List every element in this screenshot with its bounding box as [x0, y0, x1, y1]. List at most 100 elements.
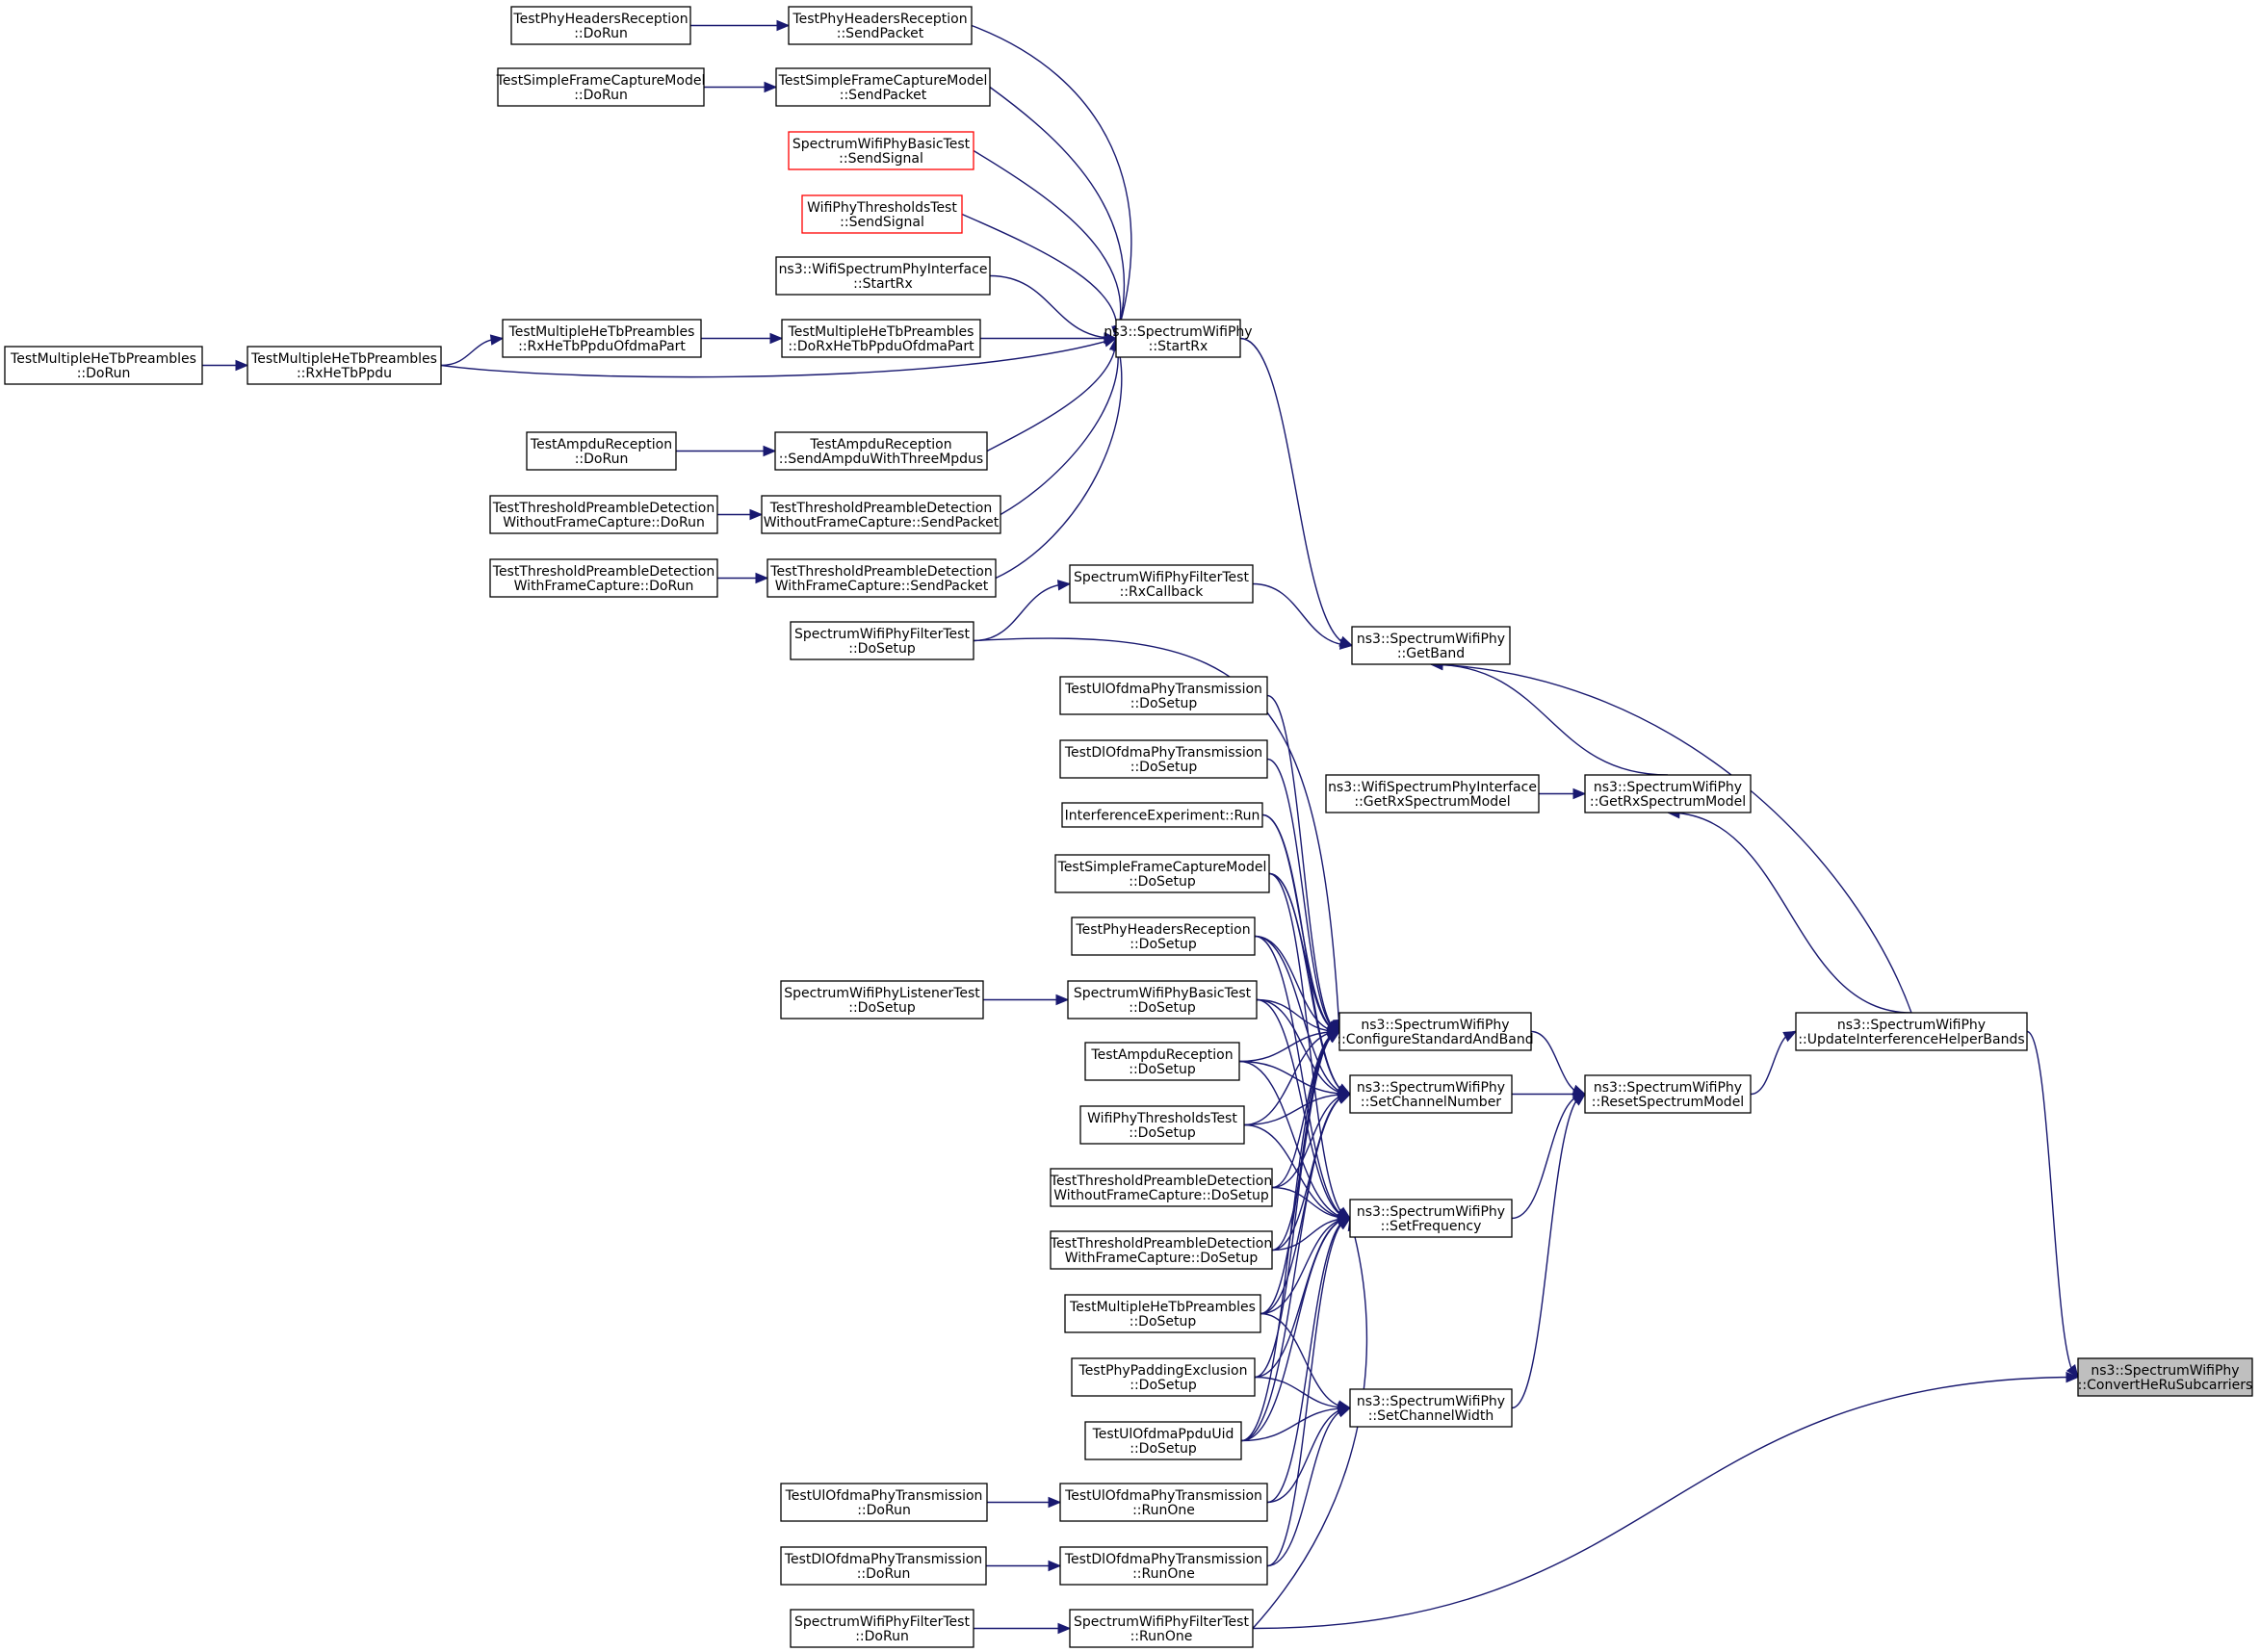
node-TDOPT_RunOne[interactable]: TestDlOfdmaPhyTransmission::RunOne	[1059, 1546, 1268, 1586]
node-SWP_GetRxSM[interactable]: ns3::SpectrumWifiPhy::GetRxSpectrumModel	[1584, 774, 1752, 813]
node-SWP_UpdIHB[interactable]: ns3::SpectrumWifiPhy::UpdateInterference…	[1795, 1012, 2028, 1051]
node-TAR_DoSetup[interactable]: TestAmpduReception::DoSetup	[1084, 1042, 1240, 1081]
node-box	[1059, 1546, 1268, 1586]
arrowhead-icon	[1338, 638, 1354, 650]
arrowhead-icon	[489, 334, 505, 346]
node-TTPDWO_DoSetup[interactable]: TestThresholdPreambleDetectionWithoutFra…	[1050, 1168, 1273, 1207]
node-TUOPT_DoSetup[interactable]: TestUlOfdmaPhyTransmission::DoSetup	[1059, 676, 1268, 715]
node-box	[4, 346, 203, 385]
node-SWP_StartRx[interactable]: ns3::SpectrumWifiPhy::StartRx	[1104, 319, 1253, 358]
node-TAR_DoRun[interactable]: TestAmpduReception::DoRun	[526, 431, 677, 471]
edge-TSFCM_DoSetup-to-SWP_SetFreq	[1268, 872, 1351, 1220]
node-label-line2: ::ResetSpectrumModel	[1592, 1095, 1744, 1110]
arrowhead-icon	[763, 445, 777, 457]
node-TMHTP_DoSetup[interactable]: TestMultipleHeTbPreambles::DoSetup	[1064, 1294, 1261, 1333]
node-SWPFT_DoRun[interactable]: SpectrumWifiPhyFilterTest::DoRun	[790, 1609, 974, 1648]
node-SWPFT_RxCallback[interactable]: SpectrumWifiPhyFilterTest::RxCallback	[1069, 564, 1254, 604]
node-TTPDWO_SendPacket[interactable]: TestThresholdPreambleDetectionWithoutFra…	[761, 495, 1001, 534]
node-box	[1084, 1042, 1240, 1081]
node-TPHR_SendPacket[interactable]: TestPhyHeadersReception::SendPacket	[788, 6, 973, 45]
node-TUOPU_DoSetup[interactable]: TestUlOfdmaPpduUid::DoSetup	[1084, 1421, 1242, 1460]
node-label-line2: ::GetRxSpectrumModel	[1590, 794, 1746, 810]
node-SWP_ConfigSB[interactable]: ns3::SpectrumWifiPhy::ConfigureStandardA…	[1337, 1012, 1534, 1051]
edge-TAR_DoSetup-to-SWP_SetFreq	[1238, 1060, 1351, 1220]
edge-TAR_SendAmpdu-to-SWP_StartRx	[986, 338, 1117, 452]
node-box	[489, 495, 718, 534]
edge-WPTT_DoSetup-to-SWP_SetChNum	[1243, 1093, 1351, 1126]
node-label-line2: ::DoSetup	[1129, 1125, 1196, 1141]
node-SWP_SetFreq[interactable]: ns3::SpectrumWifiPhy::SetFrequency	[1349, 1199, 1513, 1238]
node-TUOPT_RunOne[interactable]: TestUlOfdmaPhyTransmission::RunOne	[1059, 1483, 1268, 1522]
node-box	[780, 980, 984, 1020]
node-TPPE_DoSetup[interactable]: TestPhyPaddingExclusion::DoSetup	[1071, 1357, 1256, 1397]
node-label-line1: TestAmpduReception	[530, 437, 672, 452]
node-label-line1: WifiPhyThresholdsTest	[1087, 1111, 1237, 1126]
edge-TTPDW_SendPacket-to-SWP_StartRx	[995, 338, 1123, 580]
node-WSPI_StartRx[interactable]: ns3::WifiSpectrumPhyInterface::StartRx	[775, 256, 991, 296]
node-label-line2: ::StartRx	[1149, 339, 1208, 354]
node-TTPDW_DoSetup[interactable]: TestThresholdPreambleDetectionWithFrameC…	[1050, 1230, 1273, 1270]
arrowhead-icon	[1572, 1093, 1587, 1106]
node-TAR_SendAmpdu[interactable]: TestAmpduReception::SendAmpduWithThreeMp…	[774, 431, 988, 471]
node-label-line1: TestThresholdPreambleDetection	[492, 501, 714, 516]
node-TSFCM_SendPacket[interactable]: TestSimpleFrameCaptureModel::SendPacket	[775, 67, 991, 107]
node-SWP_ConvertHeRu[interactable]: ns3::SpectrumWifiPhy::ConvertHeRuSubcarr…	[2077, 1357, 2253, 1397]
node-label-line2: ::DoSetup	[1130, 696, 1198, 711]
node-box	[526, 431, 677, 471]
node-WPTT_DoSetup[interactable]: WifiPhyThresholdsTest::DoSetup	[1079, 1105, 1245, 1145]
node-TPHR_DoRun[interactable]: TestPhyHeadersReception::DoRun	[510, 6, 691, 45]
node-SWP_SetChWidth[interactable]: ns3::SpectrumWifiPhy::SetChannelWidth	[1349, 1388, 1513, 1428]
node-label-line2: ::DoSetup	[848, 641, 916, 657]
node-label-line1: TestSimpleFrameCaptureModel	[1057, 860, 1267, 875]
node-box	[489, 558, 718, 598]
node-TTPDW_DoRun[interactable]: TestThresholdPreambleDetectionWithFrameC…	[489, 558, 718, 598]
node-label-line2: ::DoRun	[575, 452, 629, 467]
node-label-line1: TestMultipleHeTbPreambles	[10, 351, 196, 367]
edge-TPHR_DoSetup-to-SWP_SetFreq	[1254, 935, 1351, 1220]
node-TDOPT_DoRun[interactable]: TestDlOfdmaPhyTransmission::DoRun	[780, 1546, 987, 1586]
node-SWP_SetChNum[interactable]: ns3::SpectrumWifiPhy::SetChannelNumber	[1349, 1074, 1513, 1114]
node-SWP_GetBand[interactable]: ns3::SpectrumWifiPhy::GetBand	[1351, 626, 1511, 665]
node-WSPI_GetRxSM[interactable]: ns3::WifiSpectrumPhyInterface::GetRxSpec…	[1325, 774, 1540, 813]
node-SWPFT_DoSetup[interactable]: SpectrumWifiPhyFilterTest::DoSetup	[790, 621, 974, 660]
node-SWPFT_RunOne[interactable]: SpectrumWifiPhyFilterTest::RunOne	[1069, 1609, 1254, 1648]
node-label-line2: ::SendAmpduWithThreeMpdus	[779, 452, 983, 467]
node-label-line2: WithFrameCapture::DoRun	[514, 579, 694, 594]
node-label-line2: ::SetChannelWidth	[1368, 1408, 1494, 1424]
arrowhead-icon	[1055, 994, 1070, 1006]
node-TPHR_DoSetup[interactable]: TestPhyHeadersReception::DoSetup	[1071, 916, 1256, 956]
node-label-line1: TestMultipleHeTbPreambles	[788, 324, 974, 340]
node-box	[497, 67, 705, 107]
node-TDOPT_DoSetup[interactable]: TestDlOfdmaPhyTransmission::DoSetup	[1059, 739, 1268, 779]
node-box	[781, 319, 981, 358]
edge-SWP_SetFreq-to-SWP_ResetSM	[1511, 1093, 1586, 1220]
arrowhead-icon	[1337, 1093, 1352, 1104]
node-WPTT_SendSignal[interactable]: WifiPhyThresholdsTest::SendSignal	[801, 194, 963, 234]
node-label-line1: SpectrumWifiPhyBasicTest	[1074, 986, 1252, 1001]
arrowhead-icon	[769, 332, 784, 345]
node-TSFCM_DoSetup[interactable]: TestSimpleFrameCaptureModel::DoSetup	[1054, 854, 1270, 893]
node-label-line1: ns3::SpectrumWifiPhy	[1357, 1204, 1505, 1220]
edges-layer	[202, 19, 2080, 1635]
node-box	[1584, 1074, 1752, 1114]
node-SWPBT_DoSetup[interactable]: SpectrumWifiPhyBasicTest::DoSetup	[1067, 980, 1258, 1020]
edge-SWP_SetChWidth-to-SWP_ResetSM	[1511, 1093, 1586, 1409]
node-TSFCM_DoRun[interactable]: TestSimpleFrameCaptureModel::DoRun	[496, 67, 706, 107]
node-label-line2: ::DoSetup	[1130, 937, 1197, 952]
node-SWP_ResetSM[interactable]: ns3::SpectrumWifiPhy::ResetSpectrumModel	[1584, 1074, 1752, 1114]
node-box	[1084, 1421, 1242, 1460]
node-SWPBT_SendSignal[interactable]: SpectrumWifiPhyBasicTest::SendSignal	[788, 131, 974, 170]
node-SWPLT_DoSetup[interactable]: SpectrumWifiPhyListenerTest::DoSetup	[780, 980, 984, 1020]
node-IE_Run[interactable]: InterferenceExperiment::Run	[1061, 802, 1263, 828]
node-label-line2: ::ConfigureStandardAndBand	[1337, 1032, 1533, 1047]
node-TMHTP_DoRxOfdma[interactable]: TestMultipleHeTbPreambles::DoRxHeTbPpduO…	[781, 319, 981, 358]
arrowhead-icon	[1572, 787, 1587, 800]
node-label-line1: ns3::SpectrumWifiPhy	[1594, 1080, 1742, 1096]
node-TMHTP_DoRun[interactable]: TestMultipleHeTbPreambles::DoRun	[4, 346, 203, 385]
arrowhead-icon	[2065, 1364, 2079, 1379]
node-TTPDWO_DoRun[interactable]: TestThresholdPreambleDetectionWithoutFra…	[489, 495, 718, 534]
node-TTPDW_SendPacket[interactable]: TestThresholdPreambleDetectionWithFrameC…	[766, 558, 997, 598]
node-TUOPT_DoRun[interactable]: TestUlOfdmaPhyTransmission::DoRun	[780, 1483, 988, 1522]
node-TMHTP_RxOfdma[interactable]: TestMultipleHeTbPreambles::RxHeTbPpduOfd…	[502, 319, 702, 358]
node-TMHTP_RxHeTbPpdu[interactable]: TestMultipleHeTbPreambles::RxHeTbPpdu	[247, 346, 442, 385]
